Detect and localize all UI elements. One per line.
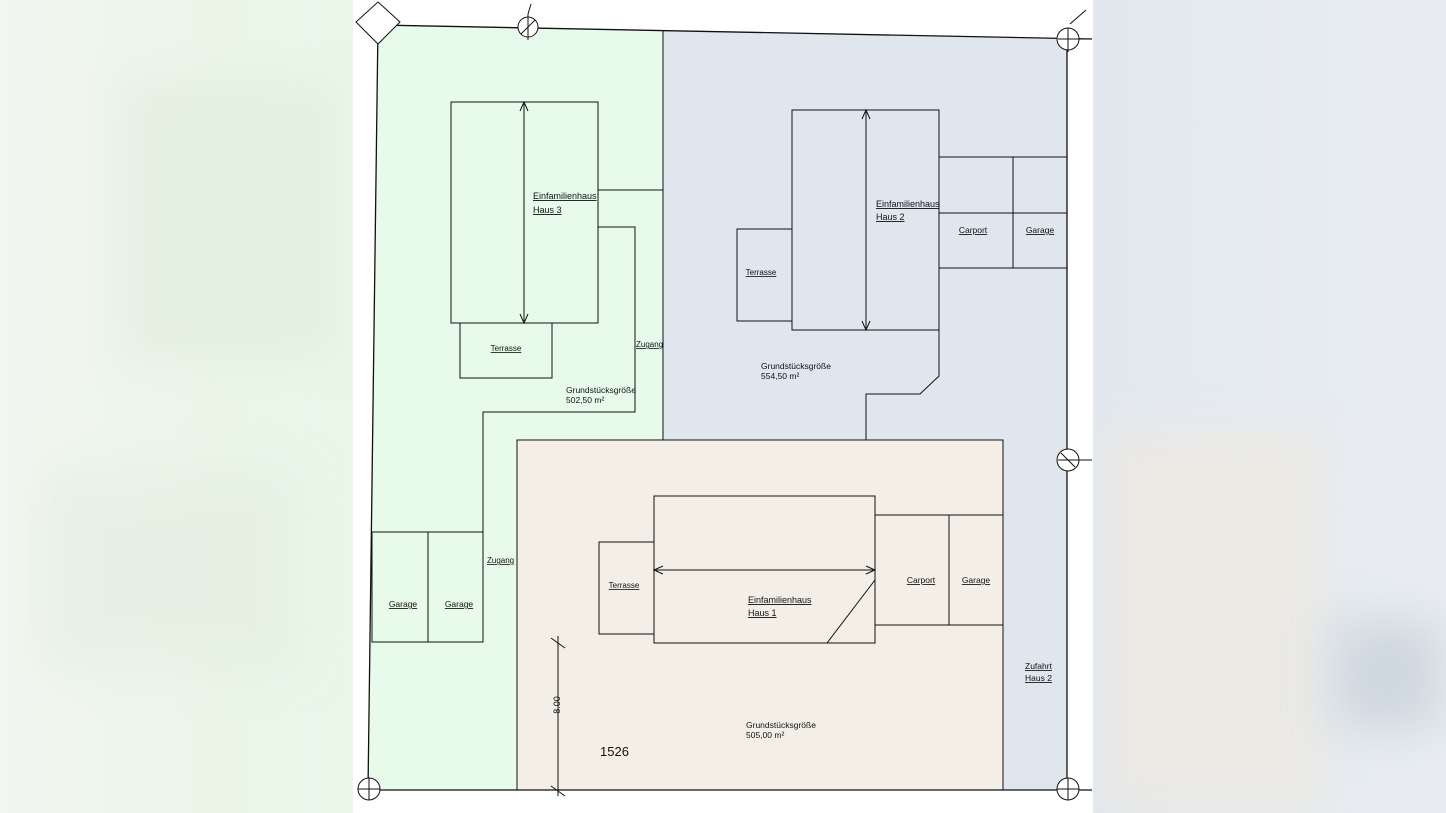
boundary-marker-bottomleft [357,777,381,801]
haus2-title: Einfamilienhaus [876,199,940,209]
haus3-garage-right-label: Garage [445,599,474,609]
haus2-carport-label: Carport [959,225,988,235]
haus2-area-value: 554,50 m² [761,371,799,381]
haus2-garage-label: Garage [1026,225,1055,235]
haus2-terrace [736,228,793,322]
haus2-carport-garage [938,156,1068,269]
haus1-area-value: 505,00 m² [746,730,784,740]
haus3-terrace-label: Terrasse [491,344,522,353]
haus1-subtitle: Haus 1 [748,608,777,618]
haus1-carport-label: Carport [907,575,936,585]
haus2-access-line1: Zufahrt [1025,661,1053,671]
haus1-terrace [598,541,655,635]
haus3-subtitle: Haus 3 [533,205,562,215]
lot-haus1-area [517,440,1003,790]
haus1-terrace-label: Terrasse [609,581,640,590]
lot-haus2-area [663,30,1067,790]
boundary-marker-topleft [355,1,401,45]
dimension-line [550,636,566,797]
dimension-label: 8.00 [552,696,562,714]
lot-division-lines [482,30,1004,791]
haus3-title: Einfamilienhaus [533,191,597,201]
blurred-background-left [0,0,353,813]
blurred-background-right [1093,0,1446,813]
parcel-number: 1526 [600,744,629,759]
haus3-access-lower-label: Zugang [487,556,514,565]
haus2-subtitle: Haus 2 [876,212,905,222]
boundary-marker-top [517,3,539,40]
haus2-terrace-label: Terrasse [746,268,777,277]
haus1-title: Einfamilienhaus [748,595,812,605]
haus1-carport-garage [874,514,1004,626]
boundary-marker-bottomright [1056,777,1080,801]
haus3-terrace [459,322,553,379]
haus3-area-value: 502,50 m² [566,395,604,405]
haus3-garages [371,531,484,643]
haus3-access-upper-label: Zugang [636,340,663,349]
lot-haus3-area [368,25,663,790]
haus3-garage-left-label: Garage [389,599,418,609]
haus1-garage-label: Garage [962,575,991,585]
haus2-access-line2: Haus 2 [1025,673,1052,683]
haus3-area-label: Grundstücksgröße [566,385,636,395]
haus2-area-label: Grundstücksgröße [761,361,831,371]
boundary-marker-right [1056,448,1092,472]
haus1-area-label: Grundstücksgröße [746,720,816,730]
boundary-marker-topright [1056,9,1092,52]
